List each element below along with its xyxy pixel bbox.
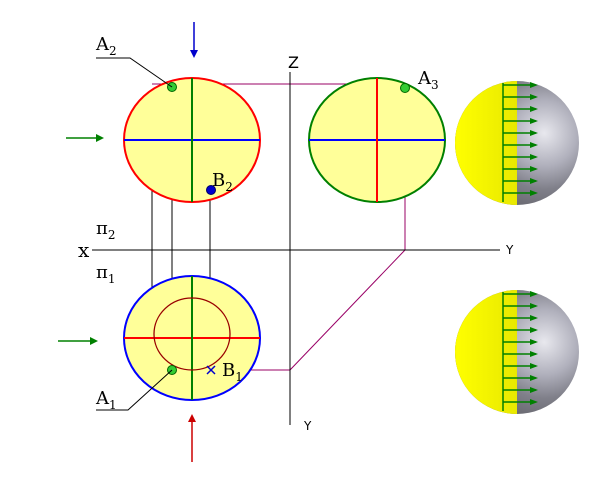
profile-projection bbox=[308, 77, 446, 203]
label-a1: A1 bbox=[95, 388, 117, 412]
sphere-top bbox=[455, 81, 579, 205]
point-b1-cross bbox=[206, 365, 216, 375]
svg-text:B1: B1 bbox=[222, 360, 243, 384]
svg-text:A1: A1 bbox=[95, 388, 117, 412]
sphere-bottom bbox=[455, 290, 579, 414]
axis-label-x: x bbox=[78, 238, 90, 262]
svg-text:π1: π1 bbox=[96, 262, 115, 286]
svg-text:A3: A3 bbox=[417, 68, 439, 92]
axis-label-y-vertical: Y bbox=[303, 419, 312, 433]
horizontal-projection bbox=[123, 275, 261, 401]
axes bbox=[92, 72, 500, 425]
label-b2: B2 bbox=[212, 170, 233, 194]
view-arrows bbox=[58, 22, 198, 462]
label-a2: A2 bbox=[95, 34, 117, 58]
label-a3: A3 bbox=[417, 68, 439, 92]
point-b2 bbox=[206, 185, 216, 195]
label-pi2: π2 bbox=[96, 218, 115, 242]
axis-label-y-horizontal: Y bbox=[505, 243, 514, 257]
leader-lines bbox=[96, 57, 173, 411]
frontal-projection bbox=[123, 77, 261, 203]
svg-text:B2: B2 bbox=[212, 170, 233, 194]
svg-text:A2: A2 bbox=[95, 34, 117, 58]
point-a3 bbox=[400, 83, 410, 93]
label-b1: B1 bbox=[222, 360, 243, 384]
axis-label-z: Z bbox=[288, 53, 299, 72]
svg-text:π2: π2 bbox=[96, 218, 115, 242]
label-pi1: π1 bbox=[96, 262, 115, 286]
